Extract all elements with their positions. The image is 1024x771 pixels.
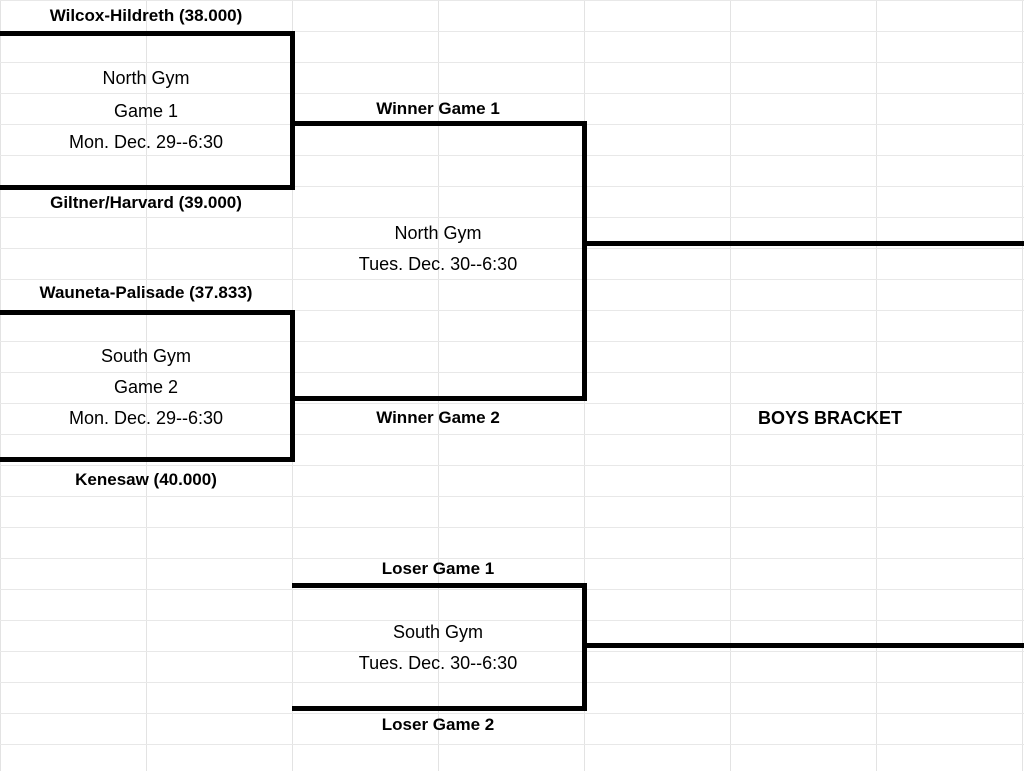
gridline-horizontal [0,465,1024,466]
game2-datetime: Mon. Dec. 29--6:30 [68,407,224,428]
gridline-horizontal [0,620,1024,621]
losers-top-slot[interactable]: Loser Game 1 [381,559,495,578]
losers-venue: South Gym [392,621,484,642]
gridline-horizontal [0,155,1024,156]
gridline-vertical [730,0,731,771]
winners-datetime: Tues. Dec. 30--6:30 [358,253,518,274]
bracket-connector-consolation [582,643,1024,648]
bracket-line-losers-bottom [292,706,587,711]
bracket-line-game2-bottom [0,457,295,462]
bracket-line-game2-top [0,310,295,315]
gridline-horizontal [0,310,1024,311]
gridline-horizontal [0,403,1024,404]
gridline-horizontal [0,0,1024,1]
gridline-horizontal [0,372,1024,373]
gridline-vertical [0,0,1,771]
team-slot-4[interactable]: Kenesaw (40.000) [75,470,217,489]
gridline-horizontal [0,589,1024,590]
winners-bottom-slot[interactable]: Winner Game 2 [376,408,500,427]
team-slot-3[interactable]: Wauneta-Palisade (37.833) [39,283,253,302]
gridline-vertical [876,0,877,771]
team-slot-1[interactable]: Wilcox-Hildreth (38.000) [49,6,243,25]
losers-bottom-slot[interactable]: Loser Game 2 [381,715,495,734]
bracket-title: BOYS BRACKET [757,407,902,428]
gridline-horizontal [0,527,1024,528]
bracket-line-game2-vertical [290,310,295,462]
gridline-horizontal [0,651,1024,652]
game1-number: Game 1 [113,100,179,121]
team-slot-2[interactable]: Giltner/Harvard (39.000) [50,193,242,212]
gridline-horizontal [0,279,1024,280]
game1-venue: North Gym [102,67,190,88]
gridline-horizontal [0,558,1024,559]
bracket-line-winners-vertical [582,121,587,401]
gridline-horizontal [0,713,1024,714]
gridline-vertical [438,0,439,771]
gridline-horizontal [0,341,1024,342]
game2-venue: South Gym [100,345,192,366]
bracket-line-winners-bottom [292,396,587,401]
gridline-vertical [146,0,147,771]
gridline-horizontal [0,31,1024,32]
gridline-vertical [1022,0,1023,771]
gridline-horizontal [0,682,1024,683]
gridline-horizontal [0,186,1024,187]
bracket-line-losers-top [292,583,587,588]
game1-datetime: Mon. Dec. 29--6:30 [68,131,224,152]
gridline-horizontal [0,217,1024,218]
bracket-connector-championship [582,241,1024,246]
gridline-horizontal [0,248,1024,249]
bracket-line-game1-top [0,31,295,36]
game2-number: Game 2 [113,376,179,397]
gridline-horizontal [0,496,1024,497]
gridline-horizontal [0,93,1024,94]
gridline-horizontal [0,744,1024,745]
winners-top-slot[interactable]: Winner Game 1 [376,99,500,118]
bracket-line-winners-top [292,121,587,126]
bracket-line-game1-vertical [290,31,295,190]
gridline-horizontal [0,62,1024,63]
losers-datetime: Tues. Dec. 30--6:30 [358,652,518,673]
gridline-horizontal [0,434,1024,435]
winners-venue: North Gym [394,222,482,243]
bracket-line-game1-bottom [0,185,295,190]
